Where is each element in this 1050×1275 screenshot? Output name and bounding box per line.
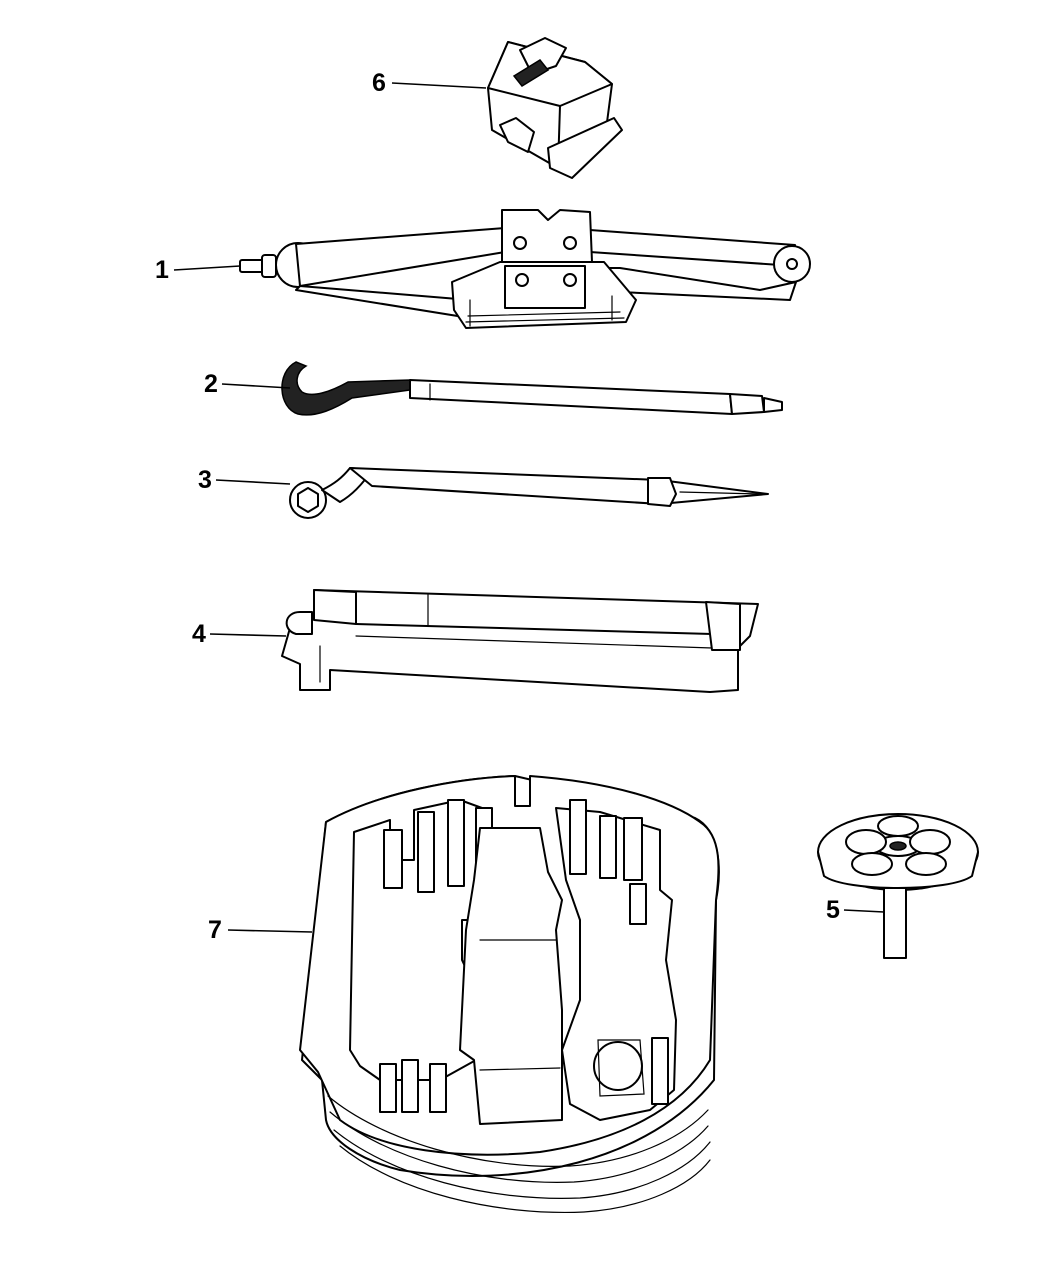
callout-2: 2 [204,370,291,398]
callout-6: 6 [372,69,487,97]
part-5-hold-down-knob [817,813,979,959]
callout-7: 7 [208,916,313,944]
callout-5: 5 [826,896,885,924]
part-3-lug-wrench [289,467,769,519]
svg-text:2: 2 [204,370,218,398]
svg-text:1: 1 [155,256,169,284]
part-7-foam-tray [299,775,720,1214]
callout-4: 4 [192,620,287,648]
svg-text:5: 5 [826,896,840,924]
callout-1: 1 [155,256,241,284]
svg-text:4: 4 [192,620,206,648]
part-6-jack-cap [487,37,623,179]
svg-text:3: 3 [198,466,212,494]
part-1-scissor-jack [239,209,811,329]
part-4-tool-case [281,589,759,693]
callout-3: 3 [198,466,291,494]
svg-text:7: 7 [208,916,222,944]
part-2-jack-handle [281,361,783,416]
svg-text:6: 6 [372,69,386,97]
